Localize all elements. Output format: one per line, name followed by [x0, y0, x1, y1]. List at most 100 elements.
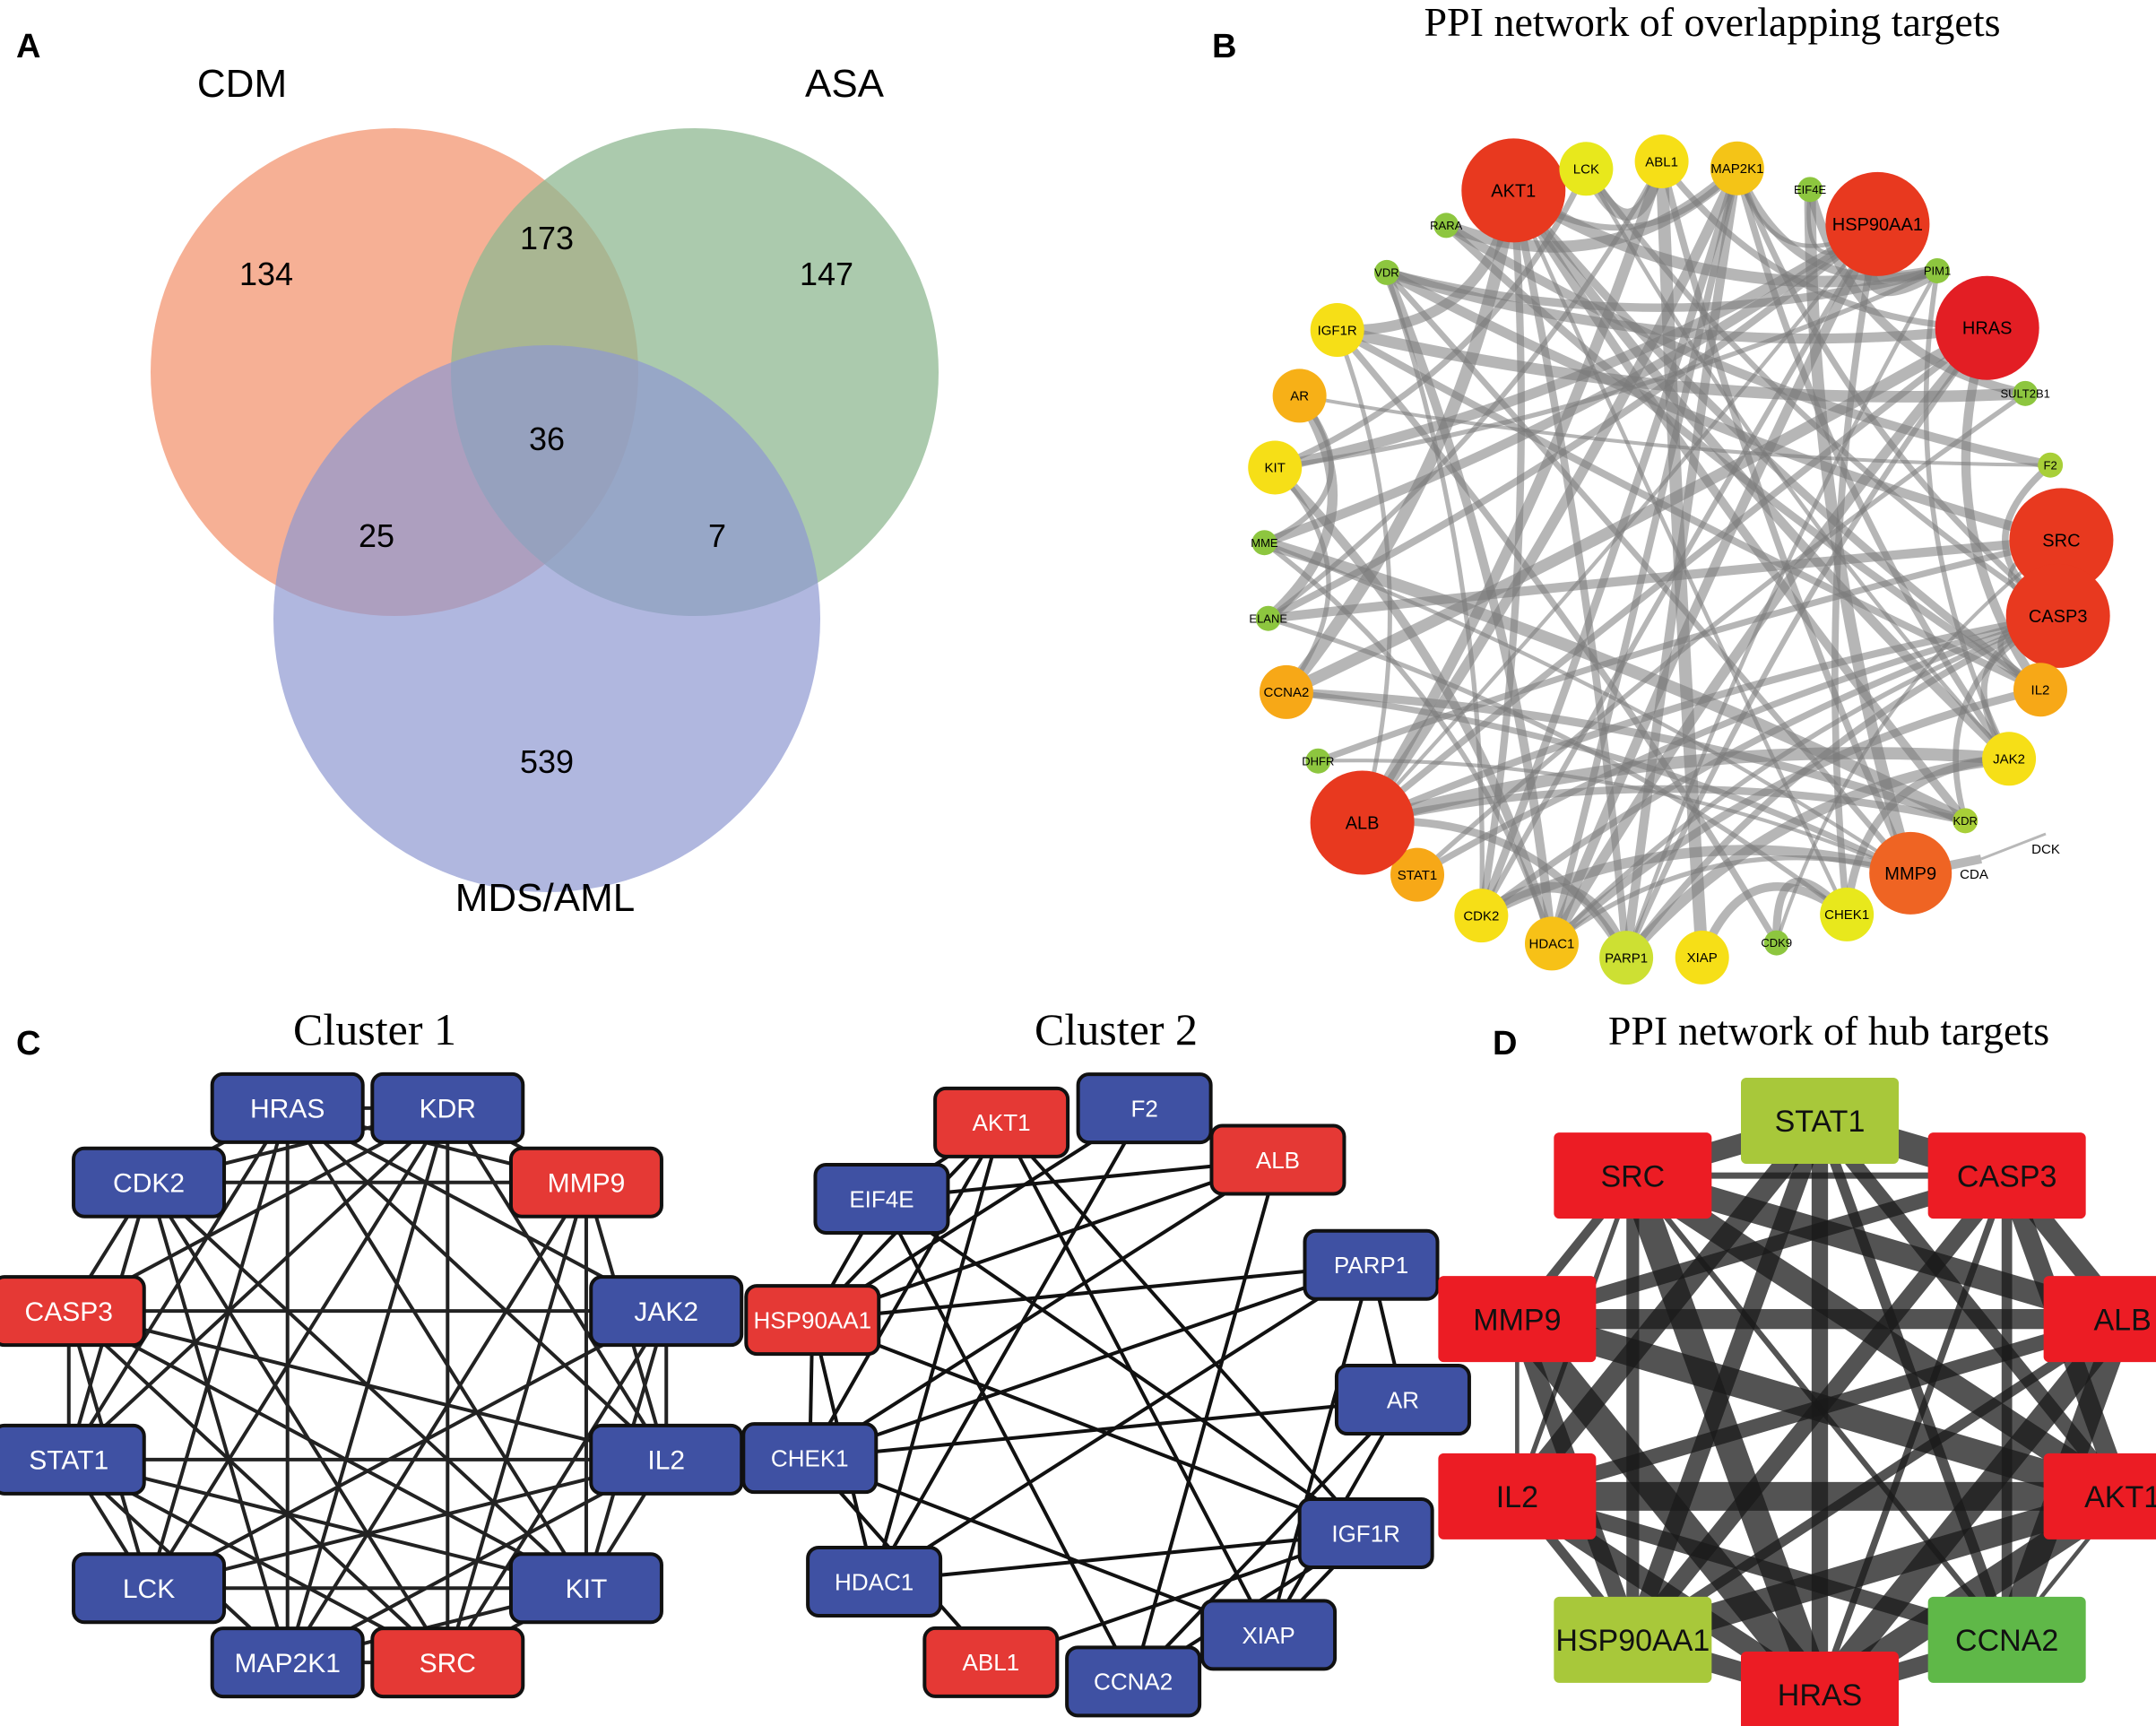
node-mmp9[interactable]: MMP9: [508, 1146, 663, 1219]
node-box: [1438, 1276, 1597, 1363]
node-hsp90aa1[interactable]: HSP90AA1: [1825, 171, 1930, 276]
network-edge: [1382, 271, 1556, 944]
node-src[interactable]: SRC: [2009, 488, 2114, 593]
node-parp1[interactable]: PARP1: [1599, 931, 1654, 985]
node-kit[interactable]: KIT: [1248, 440, 1303, 495]
node-ccna2[interactable]: CCNA2: [1259, 664, 1313, 719]
node-hdac1[interactable]: HDAC1: [806, 1545, 943, 1618]
node-jak2[interactable]: JAK2: [589, 1275, 744, 1348]
node-hras[interactable]: HRAS: [1741, 1652, 1899, 1726]
node-ar[interactable]: AR: [1334, 1364, 1471, 1436]
node-il2[interactable]: IL2: [1438, 1453, 1597, 1540]
node-hras[interactable]: HRAS: [210, 1071, 365, 1144]
cluster-edge: [1131, 1398, 1405, 1683]
node-lck[interactable]: LCK: [1559, 142, 1614, 196]
node-label: AKT1: [973, 1109, 1031, 1136]
node-mme[interactable]: MME: [1251, 530, 1278, 556]
node-lck[interactable]: LCK: [72, 1552, 227, 1625]
node-pim1[interactable]: PIM1: [1924, 257, 1951, 283]
node-ar[interactable]: AR: [1272, 369, 1327, 423]
node-src[interactable]: SRC: [1554, 1132, 1712, 1219]
node-label: KDR: [420, 1095, 476, 1124]
node-circle: [1825, 171, 1930, 276]
node-f2[interactable]: F2: [2038, 452, 2064, 478]
node-dhfr[interactable]: DHFR: [1302, 748, 1334, 774]
node-vdr[interactable]: VDR: [1373, 259, 1399, 285]
node-il2[interactable]: IL2: [2013, 663, 2067, 717]
venn-circle-mds: [273, 345, 820, 892]
node-igf1r[interactable]: IGF1R: [1310, 303, 1364, 358]
node-src[interactable]: SRC: [370, 1626, 525, 1699]
node-eif4e[interactable]: EIF4E: [813, 1162, 950, 1235]
node-casp3[interactable]: CASP3: [1927, 1132, 2086, 1219]
node-label: LCK: [1573, 162, 1599, 178]
node-label: EIF4E: [1794, 183, 1826, 196]
node-xiap[interactable]: XIAP: [1675, 930, 1729, 984]
node-label: HDAC1: [835, 1568, 913, 1595]
node-mmp9[interactable]: MMP9: [1438, 1276, 1597, 1363]
node-ccna2[interactable]: CCNA2: [1927, 1596, 2086, 1683]
network-edge: [1262, 220, 1881, 548]
node-abl1[interactable]: ABL1: [1634, 134, 1689, 189]
node-casp3[interactable]: CASP3: [2005, 563, 2110, 668]
node-casp3[interactable]: CASP3: [0, 1275, 146, 1348]
node-stat1[interactable]: STAT1: [0, 1423, 146, 1496]
cluster-edge: [67, 1309, 449, 1664]
node-eif4e[interactable]: EIF4E: [1794, 177, 1826, 203]
node-abl1[interactable]: ABL1: [922, 1626, 1060, 1698]
node-akt1[interactable]: AKT1: [2043, 1453, 2156, 1540]
network-edge: [1384, 272, 1485, 916]
cluster-edge: [811, 1318, 1367, 1535]
node-chek1[interactable]: CHEK1: [1820, 887, 1875, 941]
node-jak2[interactable]: JAK2: [1982, 732, 2037, 786]
node-circle: [1935, 275, 2039, 380]
node-chek1[interactable]: CHEK1: [741, 1422, 879, 1495]
node-sult2b1[interactable]: SULT2B1: [2000, 380, 2050, 406]
panel-c-letter: C: [16, 1025, 40, 1062]
node-alb[interactable]: ALB: [1209, 1123, 1346, 1196]
node-parp1[interactable]: PARP1: [1303, 1228, 1440, 1301]
node-label: HRAS: [1962, 319, 2013, 339]
node-alb[interactable]: ALB: [1310, 770, 1415, 875]
node-map2k1[interactable]: MAP2K1: [210, 1626, 365, 1699]
node-cdk2[interactable]: CDK2: [72, 1146, 227, 1219]
node-box: [741, 1422, 879, 1495]
node-kit[interactable]: KIT: [508, 1552, 663, 1625]
node-hsp90aa1[interactable]: HSP90AA1: [744, 1284, 881, 1357]
node-igf1r[interactable]: IGF1R: [1297, 1496, 1434, 1569]
node-elane[interactable]: ELANE: [1249, 605, 1287, 631]
node-stat1[interactable]: STAT1: [1741, 1078, 1899, 1164]
network-edge: [1268, 535, 2062, 623]
node-label: KIT: [566, 1574, 608, 1604]
node-f2[interactable]: F2: [1076, 1072, 1213, 1145]
node-hdac1[interactable]: HDAC1: [1524, 916, 1579, 971]
node-hras[interactable]: HRAS: [1935, 275, 2039, 380]
node-box: [1927, 1596, 2086, 1683]
node-circle: [1797, 177, 1823, 203]
node-box: [1927, 1132, 2086, 1219]
node-mmp9[interactable]: MMP9: [1869, 831, 1953, 915]
cluster-edge: [880, 1197, 1367, 1535]
node-box: [589, 1275, 744, 1348]
node-cdk9[interactable]: CDK9: [1761, 930, 1792, 956]
node-akt1[interactable]: AKT1: [1461, 138, 1566, 243]
node-stat1[interactable]: STAT1: [1390, 847, 1445, 902]
node-kdr[interactable]: KDR: [370, 1071, 525, 1144]
node-hsp90aa1[interactable]: HSP90AA1: [1554, 1596, 1712, 1683]
node-circle: [1559, 142, 1614, 196]
node-ccna2[interactable]: CCNA2: [1065, 1645, 1202, 1718]
node-rara[interactable]: RARA: [1430, 212, 1463, 239]
node-kdr[interactable]: KDR: [1953, 808, 1978, 834]
node-cdk2[interactable]: CDK2: [1454, 889, 1509, 943]
node-xiap[interactable]: XIAP: [1200, 1599, 1338, 1671]
venn-count-all-three: 36: [529, 421, 565, 457]
node-akt1[interactable]: AKT1: [933, 1086, 1070, 1158]
node-il2[interactable]: IL2: [589, 1423, 744, 1496]
node-circle: [1248, 440, 1303, 495]
node-box: [1303, 1228, 1440, 1301]
node-map2k1[interactable]: MAP2K1: [1710, 141, 1764, 195]
node-alb[interactable]: ALB: [2043, 1276, 2156, 1363]
network-edge: [1286, 689, 1912, 877]
